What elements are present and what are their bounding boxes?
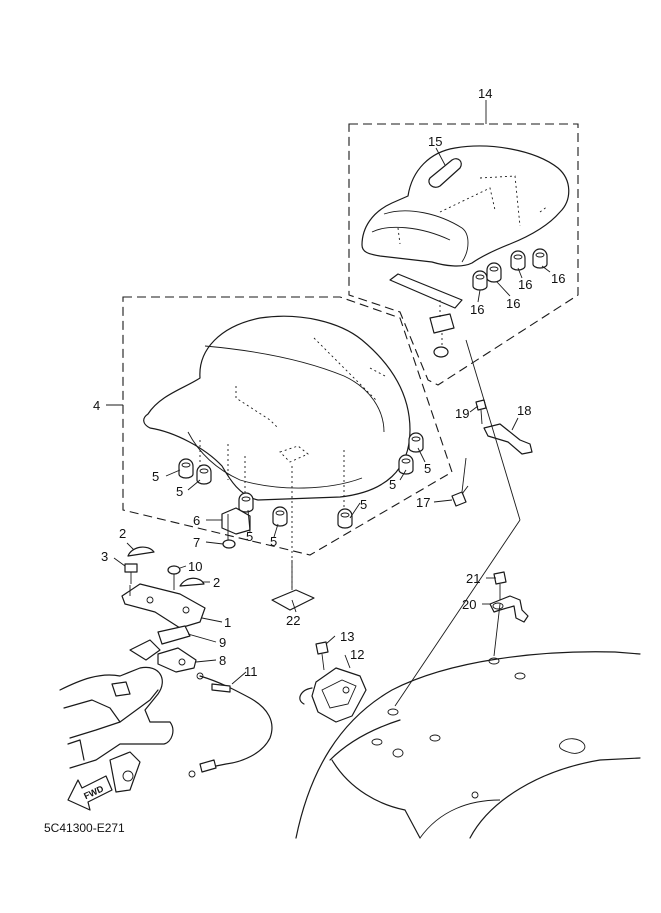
damper-2a xyxy=(127,546,155,557)
cable-11 xyxy=(188,672,273,778)
rider-seat-group-box xyxy=(122,296,453,556)
rider-seat-damper-5b xyxy=(196,464,212,485)
bolt-21 xyxy=(493,571,507,600)
callout-labels: 14 15 16 16 16 16 4 5 5 5 5 5 5 5 6 7 2 … xyxy=(93,86,565,679)
callout-5-d: 5 xyxy=(270,534,277,549)
passenger-seat xyxy=(361,145,570,267)
seat-damper-16a xyxy=(472,270,488,291)
passenger-seat-grip xyxy=(428,158,462,188)
callout-5-a: 5 xyxy=(152,469,159,484)
passenger-seat-bracket xyxy=(389,273,463,358)
callout-7: 7 xyxy=(193,535,200,550)
callout-5-f: 5 xyxy=(389,477,396,492)
bolt-19 xyxy=(475,399,487,425)
callout-16-d: 16 xyxy=(551,271,565,286)
passenger-seat-group-box xyxy=(348,123,579,386)
callout-17: 17 xyxy=(416,495,430,510)
bolt-17 xyxy=(451,485,469,507)
callout-2-b: 2 xyxy=(213,575,220,590)
callout-3: 3 xyxy=(101,549,108,564)
seat-damper-16d xyxy=(532,248,548,269)
nut-10 xyxy=(167,565,181,590)
diagram-code: 5C41300-E271 xyxy=(44,821,125,835)
callout-11: 11 xyxy=(244,664,258,679)
seat-lock-12 xyxy=(299,667,367,723)
rider-seat-damper-5g xyxy=(408,432,424,453)
lock-8 xyxy=(157,647,197,673)
callout-18: 18 xyxy=(517,403,531,418)
rear-fender xyxy=(295,651,641,839)
rider-seat-damper-5a xyxy=(178,458,194,479)
frame xyxy=(59,639,174,793)
rider-seat-damper-5c xyxy=(238,492,254,513)
callout-20: 20 xyxy=(462,597,476,612)
leader-lines xyxy=(106,100,551,707)
bracket-20 xyxy=(489,595,529,623)
callout-1: 1 xyxy=(224,615,231,630)
callout-5-c: 5 xyxy=(246,529,253,544)
label-sheet-22 xyxy=(271,589,315,611)
callout-21: 21 xyxy=(466,571,480,586)
hook-18 xyxy=(483,423,533,455)
callout-2-a: 2 xyxy=(119,526,126,541)
callout-10: 10 xyxy=(188,559,202,574)
callout-8: 8 xyxy=(219,653,226,668)
bolt-3 xyxy=(124,563,138,584)
callout-16-c: 16 xyxy=(518,277,532,292)
callout-19: 19 xyxy=(455,406,469,421)
rider-seat xyxy=(143,315,411,590)
callout-6: 6 xyxy=(193,513,200,528)
fwd-arrow: FWD xyxy=(67,775,113,811)
callout-14: 14 xyxy=(478,86,492,101)
rider-seat-damper-5f xyxy=(398,454,414,475)
callout-16-a: 16 xyxy=(470,302,484,317)
rider-seat-damper-5e xyxy=(337,508,353,529)
seat-damper-16c xyxy=(510,250,526,271)
callout-4: 4 xyxy=(93,398,100,413)
rider-seat-damper-5d xyxy=(272,506,288,527)
damper-2b xyxy=(179,577,205,587)
seat-damper-16b xyxy=(486,262,502,283)
bolt-13 xyxy=(315,641,329,671)
callout-5-e: 5 xyxy=(360,497,367,512)
callout-16-b: 16 xyxy=(506,296,520,311)
plate-9 xyxy=(157,625,191,645)
callout-5-g: 5 xyxy=(424,461,431,476)
callout-9: 9 xyxy=(219,635,226,650)
callout-15: 15 xyxy=(428,134,442,149)
callout-5-b: 5 xyxy=(176,484,183,499)
seat-lock-bracket-1 xyxy=(121,583,206,629)
callout-13: 13 xyxy=(340,629,354,644)
callout-12: 12 xyxy=(350,647,364,662)
callout-22: 22 xyxy=(286,613,300,628)
